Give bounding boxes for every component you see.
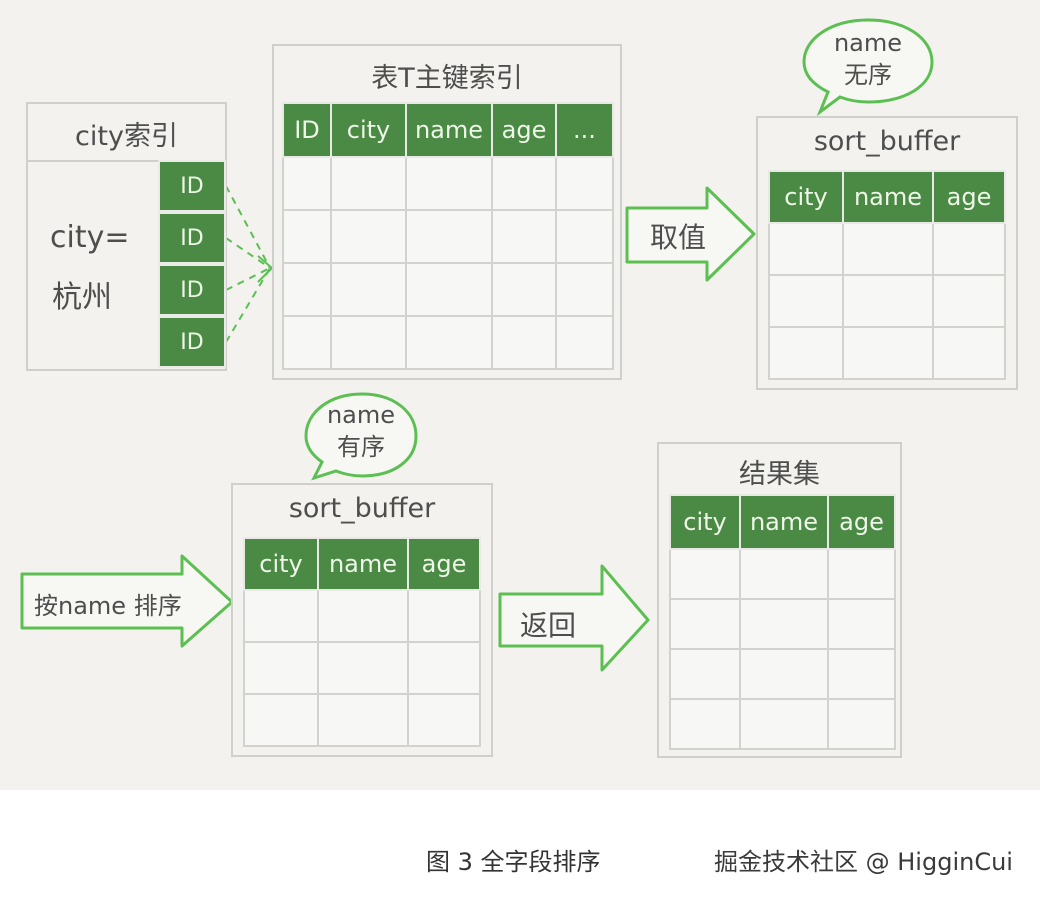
sort-buffer-bottom-col-header: city [243,537,319,591]
city-index-id-cell: ID [158,264,226,316]
table-row [768,222,1006,276]
city-index-title: city索引 [75,121,178,152]
result-set-table: city name age [669,494,896,750]
sort-buffer-top-col-header: name [842,170,934,224]
diagram-overlay [20,18,934,672]
sort-buffer-top-col-header: city [768,170,844,224]
city-index-divider [28,160,225,162]
return-arrow-label: 返回 [520,609,577,642]
table-row [243,641,481,695]
primary-col-header: city [330,102,407,158]
table-row [243,693,481,747]
table-row [243,589,481,643]
result-set-col-header: name [739,494,829,550]
bubble-bottom-line1: name [326,401,396,429]
watermark: 掘金技术社区 @ HigginCui [714,848,1013,876]
result-set-col-header: age [827,494,896,550]
pointer-line [225,267,271,343]
primary-col-header: age [491,102,557,158]
bubble-top-line2: 无序 [844,61,892,89]
sort-buffer-bottom-title: sort_buffer [288,493,436,524]
fetch-arrow-shape [625,186,756,282]
sort-buffer-top-title: sort_buffer [813,126,961,157]
return-arrow-shape [498,564,650,672]
primary-index-table: ID city name age ... [282,102,614,370]
pointer-line [225,185,271,269]
pointer-line [225,267,271,291]
pointer-line [225,237,271,269]
primary-col-header: name [405,102,493,158]
sort-arrow-shape [20,554,234,648]
fetch-arrow-label: 取值 [650,221,707,254]
table-row [669,548,896,600]
primary-col-header: ... [555,102,614,158]
result-set-title: 结果集 [739,459,820,490]
city-condition-line2: 杭州 [52,280,112,315]
city-index-id-cell: ID [158,212,226,264]
table-row [282,209,614,264]
table-row [768,326,1006,380]
bubble-bottom-line2: 有序 [337,433,385,461]
diagram-canvas: city索引 city= 杭州 ID ID ID ID 表T主键索引 ID ci… [0,0,1040,790]
table-row [282,315,614,370]
city-index-id-cell: ID [158,316,226,368]
primary-col-header: ID [282,102,332,158]
bubble-bottom-shape [304,392,418,481]
figure-caption: 图 3 全字段排序 [426,848,601,876]
sort-arrow-label: 按name 排序 [34,592,182,620]
result-set-col-header: city [669,494,741,550]
bubble-top-line1: name [833,29,903,57]
sort-buffer-bottom-table: city name age [243,537,481,747]
table-row [669,648,896,700]
sort-buffer-top-table: city name age [768,170,1006,380]
city-condition-line1: city= [50,220,130,255]
sort-buffer-bottom-col-header: name [317,537,409,591]
id-pointer-lines [225,185,274,343]
sort-buffer-bottom-col-header: age [407,537,481,591]
bubble-top-shape [802,18,934,117]
table-row [768,274,1006,328]
table-row [282,156,614,211]
city-index-id-cell: ID [158,160,226,212]
table-row [669,598,896,650]
sort-buffer-top-col-header: age [932,170,1006,224]
table-row [282,262,614,317]
table-row [669,698,896,750]
primary-index-title: 表T主键索引 [371,63,523,94]
